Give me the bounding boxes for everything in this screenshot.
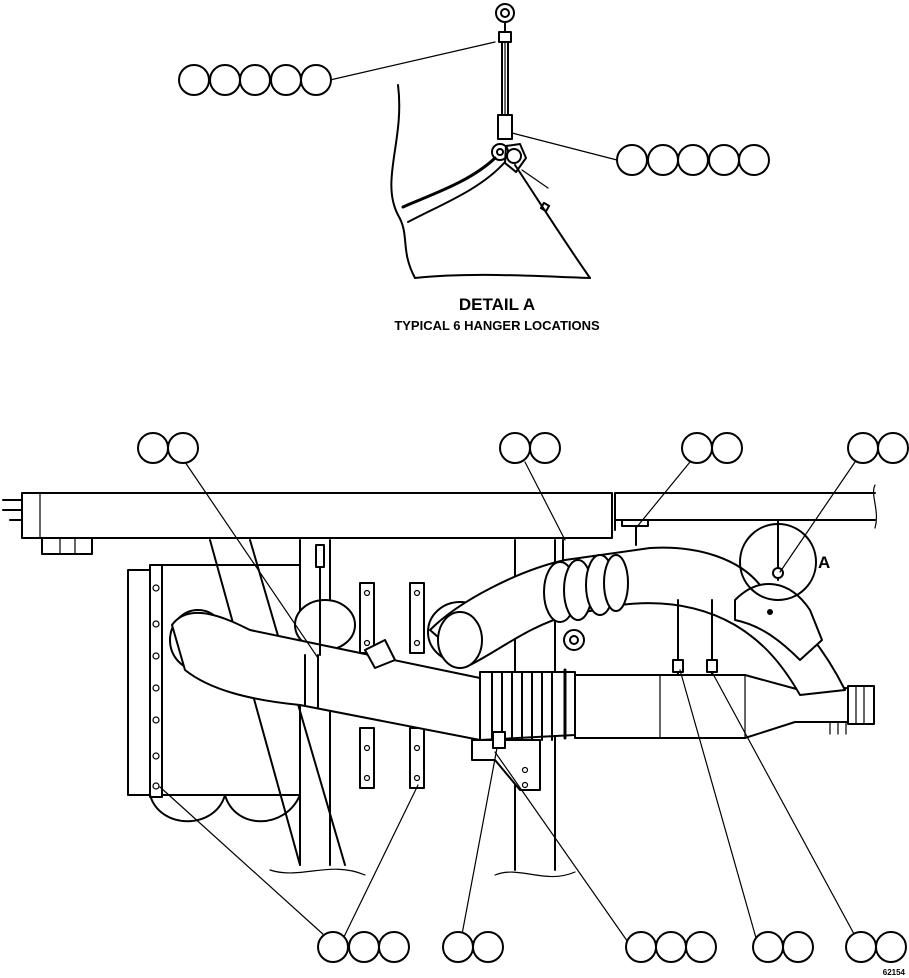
leader-bracket-bolt — [459, 747, 498, 946]
mounting-plates — [359, 582, 425, 789]
frame-rail — [21, 492, 613, 539]
leader-strap — [184, 461, 319, 659]
callout-hanger-detail-a — [847, 432, 909, 464]
callout-detail-hanger-clamp — [616, 144, 770, 176]
callout-hanger-rod-lower-2 — [845, 931, 907, 963]
detail-subtitle: TYPICAL 6 HANGER LOCATIONS — [394, 318, 600, 333]
detail-a-marker: A — [818, 553, 830, 572]
pipe-strap-left — [304, 654, 319, 709]
callout-bracket-bolt — [442, 931, 504, 963]
pipe-right-edge — [514, 164, 591, 279]
callout-bracket — [625, 931, 717, 963]
hanger-rods — [562, 519, 784, 676]
leader-bolts-2 — [339, 784, 419, 946]
eye-bolt — [495, 3, 515, 23]
pipe-left-edge — [390, 84, 416, 279]
detail-a-callout-circle — [739, 523, 817, 601]
band-clamp — [401, 156, 497, 209]
callout-hanger-strap-left — [137, 432, 199, 464]
leader-detail-rod — [329, 41, 496, 81]
tailpipe-outlet — [847, 685, 875, 725]
callout-hanger-rod-lower-1 — [752, 931, 814, 963]
callout-detail-hanger-rod — [178, 64, 332, 96]
leader-right — [635, 461, 691, 529]
leader-bracket — [494, 751, 631, 946]
leader-detail-clamp — [511, 132, 618, 161]
support-bracket — [471, 739, 541, 791]
figure-number: 62154 — [883, 968, 906, 977]
main-assembly-drawing: A — [2, 461, 878, 946]
callout-hanger-center — [499, 432, 561, 464]
callout-mount-bolts — [317, 931, 410, 963]
detail-title: DETAIL A — [459, 295, 535, 314]
flex-pipe — [479, 668, 576, 741]
engine-housing — [127, 569, 151, 796]
callout-hanger-right — [681, 432, 743, 464]
housing-bolts — [152, 584, 160, 790]
leader-center — [524, 461, 566, 541]
detail-a-drawing — [329, 3, 618, 279]
leader-rod-lower-1 — [679, 669, 759, 946]
upper-pipe-couplings — [437, 554, 629, 669]
sensor-port — [563, 629, 585, 651]
leader-rod-lower-2 — [711, 671, 861, 946]
leader-detail-a — [779, 461, 856, 573]
leader-bolts-1 — [159, 786, 336, 946]
frame-rail-right — [614, 492, 876, 531]
lower-exhaust-pipe — [171, 612, 481, 741]
